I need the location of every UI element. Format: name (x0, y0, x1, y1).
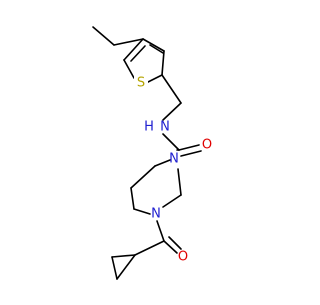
bond-diazepane-n5-c6 (162, 194, 182, 208)
bond-nh-carbonyl (162, 133, 180, 151)
bond-diazepane-c3-c4 (130, 187, 135, 210)
bond-ethyl-ch2-ring (113, 38, 144, 46)
ring-nitrogen-bottom-label: N (151, 207, 161, 222)
bond-ring-ch2 (161, 74, 182, 104)
ring-nitrogen-top-label: N (169, 152, 179, 167)
ketone-oxygen-label: O (178, 250, 188, 265)
bond-carbonyl-o-1 (178, 144, 200, 151)
molecule-structure-diagram: S H N O N N O (92, 26, 212, 280)
bond-cyclopropyl-3 (111, 254, 136, 258)
sulfur-atom-label: S (137, 76, 145, 91)
bond-cyclopropyl-2 (111, 256, 118, 280)
bond-carbonyl-o-2 (180, 150, 202, 157)
bond-ketone-o-1 (163, 240, 178, 254)
bond-ch2-nh (162, 102, 182, 121)
bond-thiophene-c2-s (145, 74, 163, 84)
bond-diazepane-n1-c2 (154, 159, 171, 167)
amide-nitrogen-label: N (160, 120, 170, 135)
amide-hydrogen-label: H (144, 120, 154, 135)
bond-carbonyl-cyclopropyl (134, 240, 165, 256)
bond-diazepane-c2-c3 (130, 165, 156, 189)
bond-diazepane-c4-n5 (133, 208, 151, 215)
bond-cyclopropyl-1 (116, 254, 136, 280)
bond-thiophene-c5-c4 (123, 38, 144, 61)
bond-thiophene-double-inner-1 (149, 44, 164, 54)
molecule-svg: S H N O N N O (92, 26, 212, 280)
bond-thiophene-s-c5 (123, 59, 135, 79)
bond-thiophene-c4-c3 (142, 38, 165, 52)
amide-oxygen-label: O (202, 138, 212, 153)
bond-thiophene-double-inner-2 (130, 45, 146, 62)
bond-diazepane-c6-c7 (177, 168, 182, 196)
bond-thiophene-c3-c2 (161, 50, 165, 76)
bond-n5-carbonyl (156, 220, 165, 242)
bond-ketone-o-2 (168, 236, 182, 250)
bond-ethyl-ch3-ch2 (92, 26, 115, 46)
